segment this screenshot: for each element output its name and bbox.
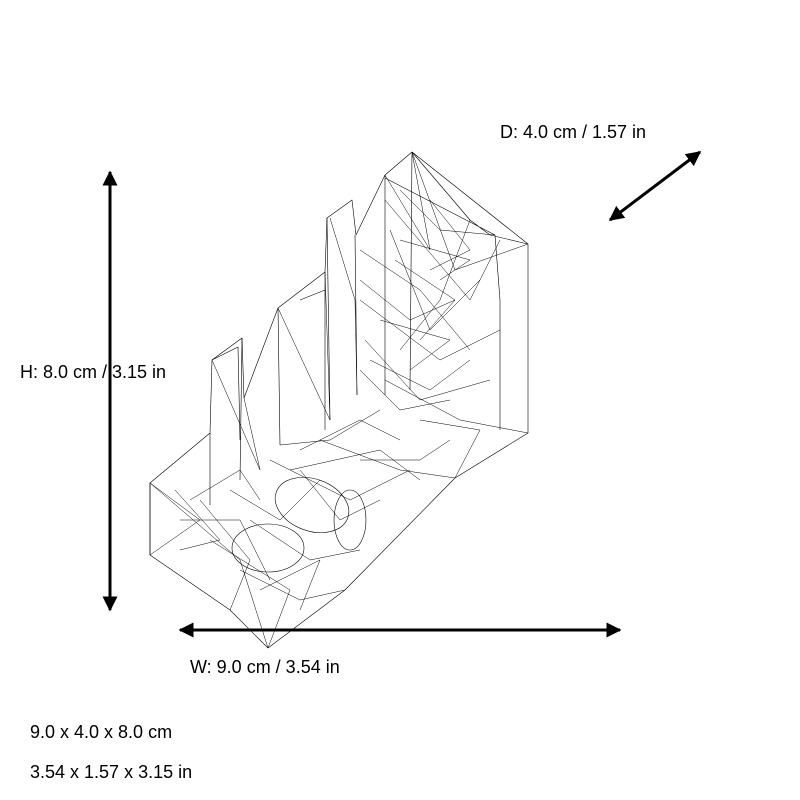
summary-cm: 9.0 x 4.0 x 8.0 cm [30, 722, 173, 742]
summary-in: 3.54 x 1.57 x 3.15 in [30, 762, 193, 782]
wireframe-model [149, 151, 529, 649]
back-panel [354, 151, 529, 430]
width-label: W: 9.0 cm / 3.54 in [190, 657, 340, 677]
middle-panel [277, 217, 331, 446]
model-outline [149, 151, 529, 649]
base-oval-front [231, 523, 305, 573]
base-oval-right [333, 489, 367, 551]
mesh-middle [269, 217, 456, 521]
mesh-back [359, 151, 529, 479]
mesh-front [149, 359, 361, 649]
base-oval-left [274, 477, 350, 533]
depth-arrow [608, 150, 702, 222]
front-panel [149, 337, 243, 555]
depth-label: D: 4.0 cm / 1.57 in [500, 122, 647, 142]
height-label: H: 8.0 cm / 3.15 in [20, 362, 167, 382]
